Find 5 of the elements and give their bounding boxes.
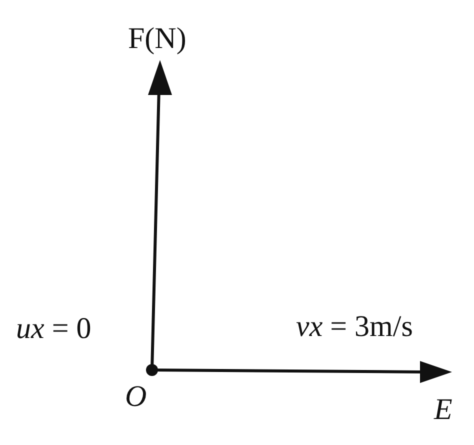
axis-label: E [434, 395, 452, 425]
final-velocity-label: vx = 3m/s [296, 312, 413, 342]
initial-velocity-label: ux = 0 [16, 314, 92, 344]
origin-label: O [125, 382, 147, 412]
axis-label: F(N) [128, 24, 186, 54]
